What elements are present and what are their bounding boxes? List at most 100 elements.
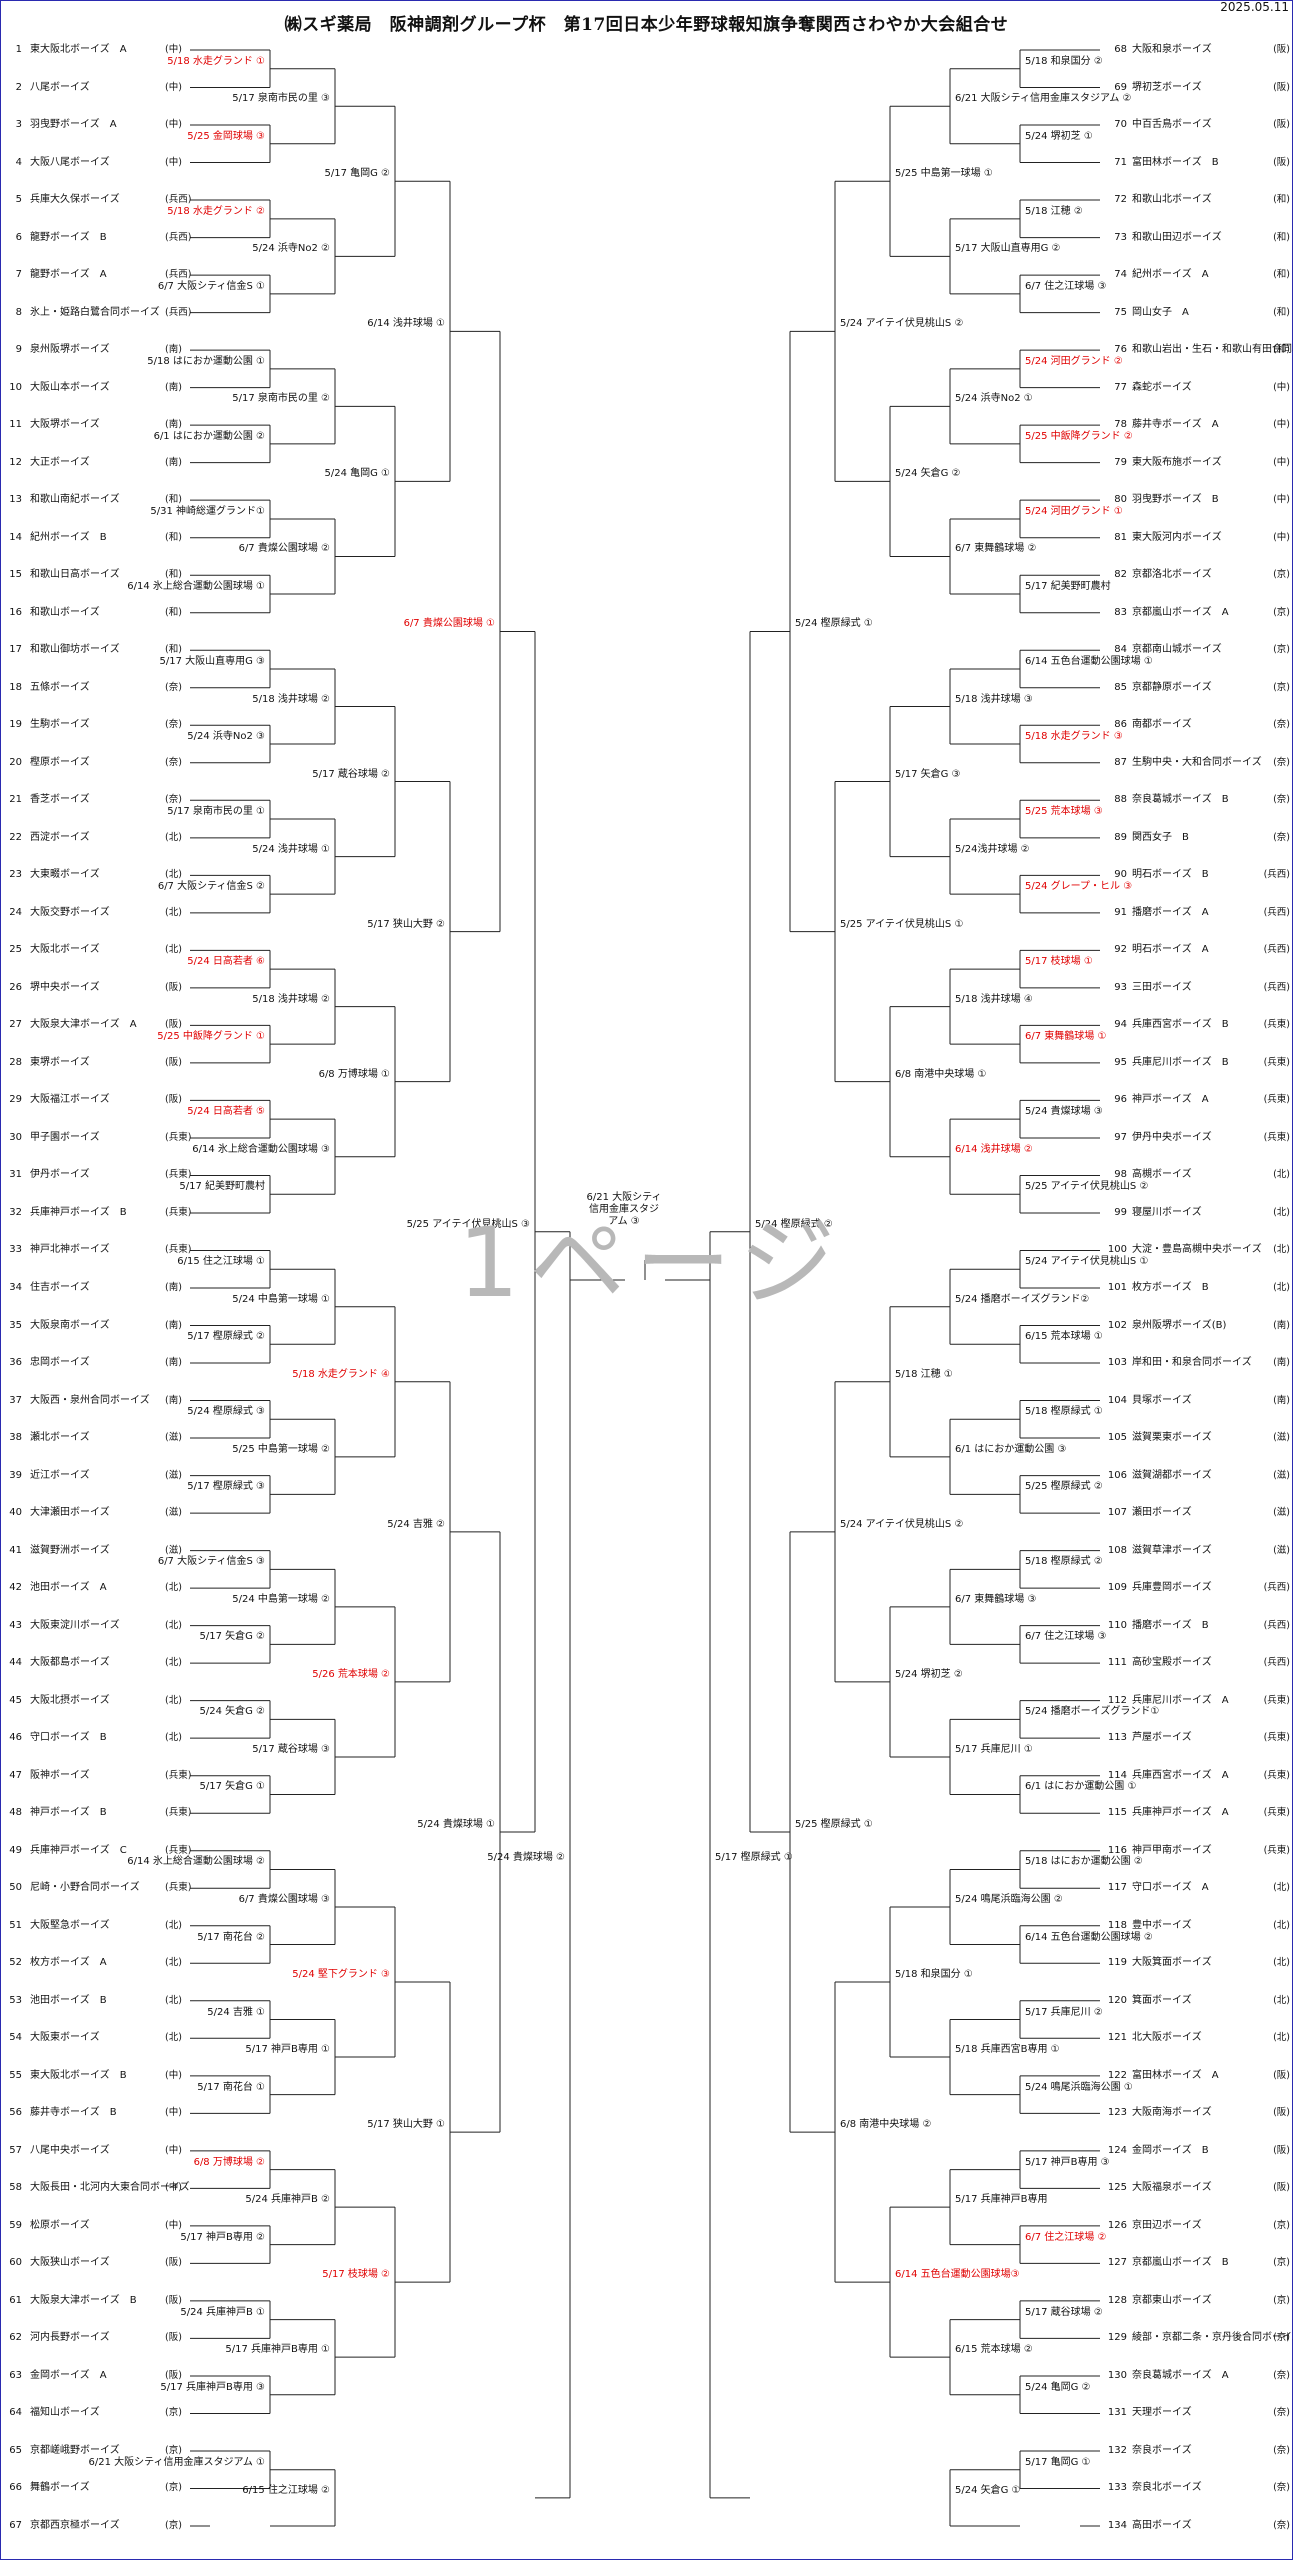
game-label: 5/24 播磨ボーイズグランド①	[1025, 1706, 1160, 1718]
team-region: (奈)	[165, 681, 182, 693]
team-name: 氷上・姫路白鷺合同ボーイズ	[30, 306, 160, 318]
team-number: 83	[1114, 606, 1127, 618]
team-number: 118	[1107, 1919, 1127, 1931]
team-region: (兵東)	[1263, 1844, 1290, 1856]
team-name: 寝屋川ボーイズ	[1132, 1206, 1202, 1218]
team-number: 39	[9, 1469, 22, 1481]
team-number: 124	[1107, 2144, 1127, 2156]
game-label: 6/14 氷上総合運動公園球場 ②	[127, 1856, 265, 1868]
game-label: 5/17 大阪山直専用G ③	[159, 656, 265, 667]
team-name: 忠岡ボーイズ	[30, 1357, 90, 1369]
team-region: (南)	[165, 1319, 182, 1331]
team-number: 58	[9, 2182, 22, 2194]
team-name: 大阪西・泉州合同ボーイズ	[30, 1394, 150, 1406]
game-label: 5/24 グレープ・ヒル ③	[1025, 881, 1133, 893]
team-name: 近江ボーイズ	[30, 1469, 90, 1481]
game-label: 5/17 蔵谷球場 ②	[312, 768, 390, 780]
game-label: 6/7 貴燦公園球場 ②	[238, 543, 330, 555]
game-label: 5/24 中島第一球場 ①	[232, 1293, 330, 1305]
team-name: 大阪東淀川ボーイズ	[30, 1619, 120, 1631]
team-region: (南)	[1273, 1394, 1290, 1406]
team-name: 西淀ボーイズ	[30, 831, 90, 843]
team-region: (中)	[165, 2219, 182, 2231]
game-label: 5/18 和泉国分 ②	[1025, 55, 1103, 67]
team-region: (中)	[165, 2144, 182, 2156]
team-name: 五條ボーイズ	[30, 681, 90, 693]
team-number: 134	[1107, 2520, 1127, 2531]
team-number: 20	[9, 756, 22, 768]
team-number: 8	[15, 306, 22, 318]
team-name: 堺初芝ボーイズ	[1132, 81, 1202, 93]
team-name: 京田辺ボーイズ	[1132, 2219, 1202, 2231]
game-label: 6/8 万博球場 ②	[193, 2156, 265, 2168]
team-number: 123	[1107, 2107, 1127, 2119]
team-number: 2	[15, 81, 22, 93]
team-region: (北)	[165, 1657, 182, 1669]
team-region: (兵西)	[165, 269, 192, 281]
team-region: (奈)	[1273, 2444, 1290, 2456]
game-label: 5/24 堅下グランド ③	[292, 1969, 390, 1981]
team-region: (兵西)	[165, 231, 192, 243]
team-region: (滋)	[165, 1544, 182, 1556]
team-name: 兵庫大久保ボーイズ	[30, 194, 120, 206]
team-number: 50	[9, 1882, 22, 1894]
team-name: 阪神ボーイズ	[30, 1769, 90, 1781]
team-number: 74	[1114, 269, 1127, 281]
team-name: 神戸甲南ボーイズ	[1132, 1844, 1212, 1856]
game-label: 5/24 樫原緑式 ②	[755, 1218, 833, 1230]
team-name: 大阪狭山ボーイズ	[30, 2257, 110, 2269]
team-name: 羽曳野ボーイズ A	[30, 119, 117, 131]
team-region: (和)	[1273, 344, 1290, 356]
team-region: (中)	[1273, 456, 1290, 468]
team-number: 69	[1114, 81, 1127, 93]
team-name: 岸和田・和泉合同ボーイズ	[1132, 1357, 1252, 1369]
team-number: 13	[9, 494, 22, 506]
team-number: 45	[9, 1694, 22, 1706]
team-number: 88	[1114, 794, 1127, 806]
game-label: 5/31 神崎総運グランド①	[150, 505, 265, 517]
team-name: 大阪山本ボーイズ	[30, 381, 110, 393]
team-number: 101	[1107, 1282, 1127, 1293]
team-number: 31	[9, 1169, 22, 1181]
game-label: 5/17 樫原緑式 ①	[715, 1851, 793, 1863]
game-label: 5/24 アイテイ伏見桃山S ②	[840, 318, 964, 330]
team-region: (和)	[165, 569, 182, 581]
team-name: 貝塚ボーイズ	[1132, 1394, 1192, 1406]
team-region: (阪)	[1273, 2182, 1290, 2194]
game-label: 5/24 浜寺No2 ①	[955, 393, 1033, 405]
game-label: 6/14 浅井球場 ①	[367, 318, 445, 330]
team-number: 11	[9, 419, 22, 431]
team-region: (中)	[165, 44, 182, 55]
team-region: (奈)	[1273, 756, 1290, 768]
team-name: 泉州阪堺ボーイズ(B)	[1132, 1319, 1227, 1331]
team-region: (南)	[165, 344, 182, 356]
game-label: 5/25 樫原緑式 ①	[795, 1818, 873, 1830]
team-region: (南)	[165, 456, 182, 468]
game-label: 5/17 矢倉G ②	[199, 1631, 265, 1643]
team-name: 京都嵐山ボーイズ B	[1132, 2257, 1229, 2269]
team-number: 96	[1114, 1094, 1127, 1106]
team-number: 4	[15, 156, 22, 168]
team-name: 伊丹ボーイズ	[30, 1169, 90, 1181]
game-label: 5/24 河田グランド ②	[1025, 355, 1123, 367]
game-label: 5/17 泉南市民の里 ②	[232, 393, 330, 405]
team-number: 103	[1107, 1357, 1127, 1369]
team-name: 大阪泉南ボーイズ	[30, 1319, 110, 1331]
game-label: 6/8 万博球場 ①	[318, 1068, 390, 1080]
team-name: 大阪八尾ボーイズ	[30, 156, 110, 168]
team-region: (和)	[165, 606, 182, 618]
game-label: 5/17 兵庫神戸B専用 ①	[225, 2344, 330, 2356]
team-name: 生駒中央・大和合同ボーイズ	[1132, 756, 1262, 768]
team-name: 池田ボーイズ A	[30, 1582, 107, 1594]
game-label: 5/24 矢倉G ①	[955, 2484, 1021, 2496]
team-name: 中百舌鳥ボーイズ	[1132, 119, 1212, 131]
team-region: (和)	[1273, 306, 1290, 318]
team-number: 32	[9, 1206, 22, 1218]
team-region: (和)	[1273, 194, 1290, 206]
game-label: 5/17 兵庫尼川 ②	[1025, 2006, 1103, 2018]
team-number: 127	[1107, 2257, 1127, 2269]
game-label: 5/17 矢倉G ③	[895, 768, 961, 780]
team-name: 兵庫豊岡ボーイズ	[1132, 1582, 1212, 1594]
team-number: 40	[9, 1507, 22, 1519]
page-title: ㈱スギ薬局 阪神調剤グループ杯 第17回日本少年野球報知旗争奪関西さわやか大会組…	[284, 15, 1009, 35]
